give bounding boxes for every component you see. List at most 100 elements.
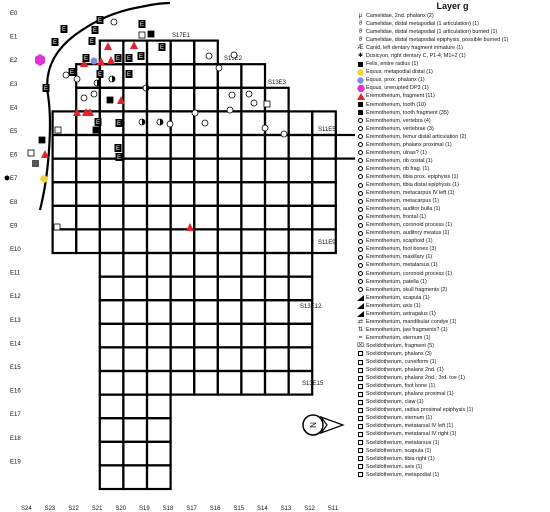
sq12-icon xyxy=(355,439,366,447)
column-label: S16 xyxy=(210,506,221,512)
legend-item-label: Eremotherium, tibia distal epiphysis (1) xyxy=(366,182,459,188)
legend-item-label: Equus, metapodial distal (1) xyxy=(366,69,433,76)
e-square-icon xyxy=(51,38,59,46)
e-square-icon xyxy=(125,54,133,62)
grid-cell xyxy=(193,322,219,349)
red-triangle-icon xyxy=(80,59,88,67)
row-label: E0 xyxy=(10,11,18,17)
ring-icon xyxy=(245,90,253,98)
ring-icon xyxy=(62,71,70,79)
cell-label: S11E9 xyxy=(318,240,336,246)
grid-cell xyxy=(122,86,149,113)
grid-cell xyxy=(193,86,219,113)
grid-cell xyxy=(98,346,125,373)
grid-cell xyxy=(263,322,290,349)
grid-cell xyxy=(145,275,172,302)
grid-cell xyxy=(75,181,101,207)
grid-cell xyxy=(216,110,243,137)
legend-item-label: Eremotherium, rib costal (1) xyxy=(366,157,433,164)
sq3-icon xyxy=(355,366,366,374)
grid-cell xyxy=(98,228,125,255)
ring-icon xyxy=(261,124,269,132)
e-square-icon xyxy=(94,118,102,126)
e-square-icon-letter: E xyxy=(70,70,74,76)
grid-cell xyxy=(122,251,149,278)
grid-cell xyxy=(145,369,172,396)
legend-item: Scelidotherium, phalanx (3) xyxy=(355,350,550,358)
legend-item-label: Scelidotherium, phalanx (3) xyxy=(366,350,432,357)
grid-cell xyxy=(240,133,267,160)
grid-cell xyxy=(169,63,196,89)
legend-item-label: Eremotherium, femur distal articulation … xyxy=(366,133,467,140)
legend-item: Eremotherium, scaphoid (1) xyxy=(355,237,550,245)
grid-cell xyxy=(98,181,125,207)
grid-cell xyxy=(216,181,243,207)
square-icon xyxy=(147,30,155,38)
column-label: S14 xyxy=(257,506,268,512)
grid-cell xyxy=(145,299,172,325)
legend-item-label: Eremotherium, coronoid process (1) xyxy=(366,270,452,277)
excavation-grid xyxy=(51,39,355,491)
e-square-icon-letter: E xyxy=(98,72,102,78)
legend-item: Eremotherium, auditor bulla (1) xyxy=(355,205,550,213)
e-square-icon-letter: E xyxy=(90,39,94,45)
m4-ring-icon xyxy=(355,189,366,197)
grid-cell xyxy=(98,299,125,325)
half-ring-icon xyxy=(160,119,163,125)
ring-icon xyxy=(280,130,288,138)
grid-cell xyxy=(51,228,78,255)
grid-cell xyxy=(240,251,267,278)
square-icon xyxy=(263,100,271,108)
half-ring-icon xyxy=(142,119,145,125)
legend-item-label: Eremotherium, scapula (1) xyxy=(366,294,430,301)
legend-item-label: Scelidotherium, metatarsus (1) xyxy=(366,439,440,446)
legend-item-label: Eremotherium, astragalus (1) xyxy=(366,310,436,317)
grid-cell xyxy=(287,204,314,231)
ring-icon xyxy=(205,52,213,60)
legend-item: Scelidotherium, metatarsus (1) xyxy=(355,438,550,446)
legend-item-label: Scelidotherium, phalanx 2nd. (1) xyxy=(366,367,444,374)
e-square-icon xyxy=(88,37,96,45)
legend-item: Eremotherium, frontal (1) xyxy=(355,213,550,221)
fr-ring-icon xyxy=(355,213,366,221)
yellow-circle-icon xyxy=(40,175,48,183)
f-square-icon xyxy=(355,60,366,68)
legend-item-label: Camelidae, distal metapodial epiphysis, … xyxy=(366,37,509,44)
row-label: E13 xyxy=(10,318,21,324)
grid-cell xyxy=(263,346,290,373)
north-arrow: N xyxy=(302,414,345,436)
north-arrow-circle xyxy=(302,414,324,436)
column-label: S15 xyxy=(233,506,244,512)
grid-cell xyxy=(216,346,243,373)
grid-cell xyxy=(98,440,125,467)
grid-cell xyxy=(122,181,149,207)
wedge2-icon xyxy=(355,310,366,318)
theta-bar-icon: ϑ xyxy=(358,37,363,44)
grid-cell xyxy=(216,133,243,160)
grid-cell xyxy=(240,63,267,89)
sq1-icon xyxy=(355,350,366,358)
square-icon xyxy=(38,136,46,144)
grid-cell xyxy=(240,275,267,302)
grid-cell xyxy=(169,322,196,349)
grid-cell xyxy=(287,181,314,207)
column-label: S23 xyxy=(45,506,56,512)
grid-cell xyxy=(169,369,196,396)
grid-cell xyxy=(193,346,219,373)
row-label: E9 xyxy=(10,223,18,229)
grid-cell xyxy=(145,63,172,89)
grid-cell xyxy=(334,133,355,160)
sk-ring-icon xyxy=(355,286,366,294)
grid-cell xyxy=(193,369,219,396)
grid-cell xyxy=(169,299,196,325)
grid-cell xyxy=(122,346,149,373)
grid-cell xyxy=(75,204,101,231)
grid-cell xyxy=(169,39,196,66)
updown-icon: ⇅ xyxy=(357,326,364,333)
legend-item: ✱Dusicyon, right dentary C, P1-4; M1+2 (… xyxy=(355,52,550,60)
grid-cell xyxy=(240,346,267,373)
legend-item-label: Eremotherium, phalanx proximal (1) xyxy=(366,141,452,148)
grid-cell xyxy=(287,110,314,137)
